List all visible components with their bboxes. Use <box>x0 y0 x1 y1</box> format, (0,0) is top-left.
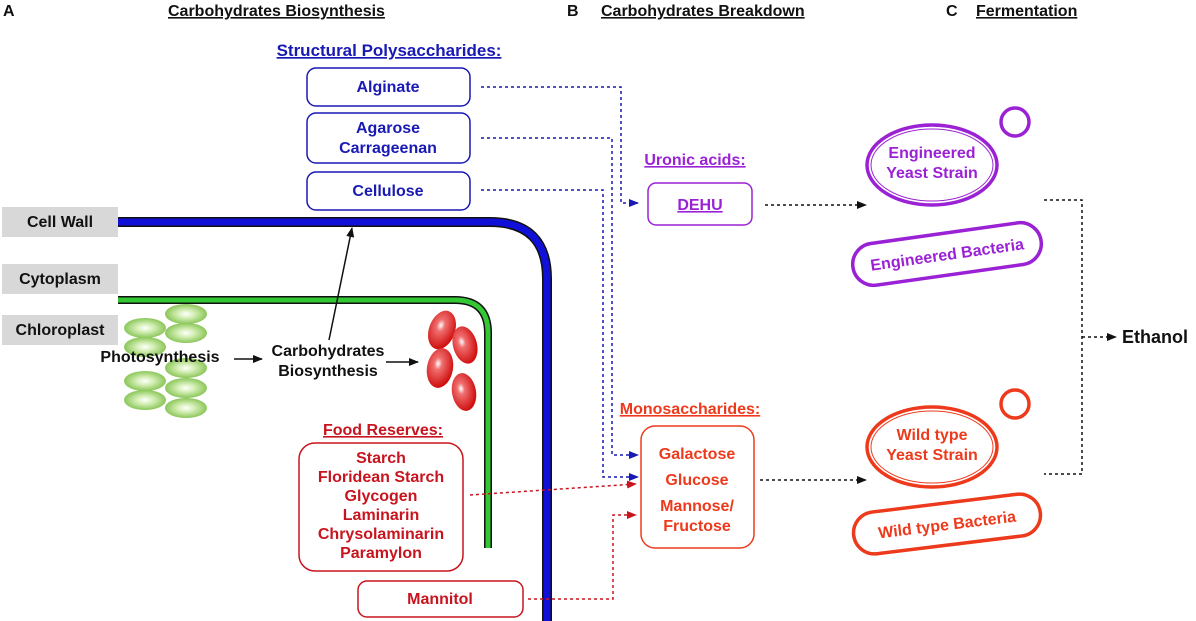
engineered-yeast-line2: Yeast Strain <box>886 165 978 182</box>
mannitol-label: Mannitol <box>407 591 473 608</box>
wild-yeast-line2: Yeast Strain <box>886 447 978 464</box>
dehu-label: DEHU <box>677 197 722 214</box>
alginate-label: Alginate <box>356 79 419 96</box>
fermentation-bracket <box>1044 199 1083 475</box>
section-a-letter: A <box>3 3 15 20</box>
biosynthesis-to-wall-arrow <box>328 227 355 341</box>
ethanol-label: Ethanol <box>1122 327 1188 347</box>
glucose-label: Glucose <box>665 472 728 489</box>
dehu-box <box>647 182 753 226</box>
alginate-box <box>306 67 471 107</box>
wild-yeast-line1: Wild type <box>897 427 968 444</box>
section-c-letter: C <box>946 3 958 20</box>
section-a-title: Carbohydrates Biosynthesis <box>168 3 385 20</box>
carrageenan-label: Carrageenan <box>339 140 437 157</box>
cell-wall-label-box <box>2 207 118 237</box>
cell-wall <box>118 218 551 621</box>
engineered-bacteria-pill <box>850 220 1044 288</box>
cellulose-label: Cellulose <box>352 183 423 200</box>
food-reserve-item: Laminarin <box>343 507 419 524</box>
alginate-to-dehu-connector <box>481 86 639 207</box>
section-b-title: Carbohydrates Breakdown <box>601 3 805 20</box>
cellulose-to-glucose-connector <box>481 189 639 481</box>
structural-heading: Structural Polysaccharides: <box>277 41 502 60</box>
cytoplasm-label: Cytoplasm <box>19 271 101 288</box>
monosaccharides-heading: Monosaccharides: <box>620 401 760 418</box>
section-c-title: Fermentation <box>976 3 1077 20</box>
mannose-label: Mannose/ <box>660 498 734 515</box>
engineered-yeast-cell <box>865 106 1031 207</box>
mannitol-to-mannose-connector <box>528 511 637 600</box>
cell-wall-label: Cell Wall <box>27 214 93 231</box>
food-reserves-heading: Food Reserves: <box>323 422 443 439</box>
fructose-label: Fructose <box>663 518 731 535</box>
food-reserve-item: Glycogen <box>345 488 418 505</box>
chloroplast-label: Chloroplast <box>16 322 106 339</box>
thylakoid-stacks <box>124 304 207 418</box>
chloroplast-label-box <box>2 315 118 345</box>
food-reserve-item: Paramylon <box>340 545 422 562</box>
agarose-label: Agarose <box>356 120 420 137</box>
engineered-yeast-line1: Engineered <box>888 145 975 162</box>
wild-type-yeast-cell <box>865 388 1031 489</box>
cytoplasm-label-box <box>2 264 118 294</box>
wild-type-bacteria-pill <box>851 492 1043 556</box>
reserves-to-glucose-connector <box>469 480 637 496</box>
agarose-to-galactose-connector <box>481 137 639 459</box>
chloroplast-membrane <box>118 297 491 548</box>
agarose-carrageenan-box <box>306 112 471 164</box>
food-reserve-item: Chrysolaminarin <box>318 526 444 543</box>
food-reserve-item: Floridean Starch <box>318 469 444 486</box>
food-reserves-box <box>298 442 464 572</box>
carb-biosynthesis-line2: Biosynthesis <box>278 363 378 380</box>
uronic-acids-heading: Uronic acids: <box>644 152 745 169</box>
food-reserve-item: Starch <box>356 450 406 467</box>
galactose-label: Galactose <box>659 446 736 463</box>
starch-granules <box>426 310 478 411</box>
mannitol-box <box>357 580 524 618</box>
photosynthesis-label: Photosynthesis <box>100 349 219 366</box>
section-b-letter: B <box>567 3 579 20</box>
cellulose-box <box>306 171 471 211</box>
monosaccharides-box <box>640 425 755 549</box>
carb-biosynthesis-line1: Carbohydrates <box>272 343 385 360</box>
